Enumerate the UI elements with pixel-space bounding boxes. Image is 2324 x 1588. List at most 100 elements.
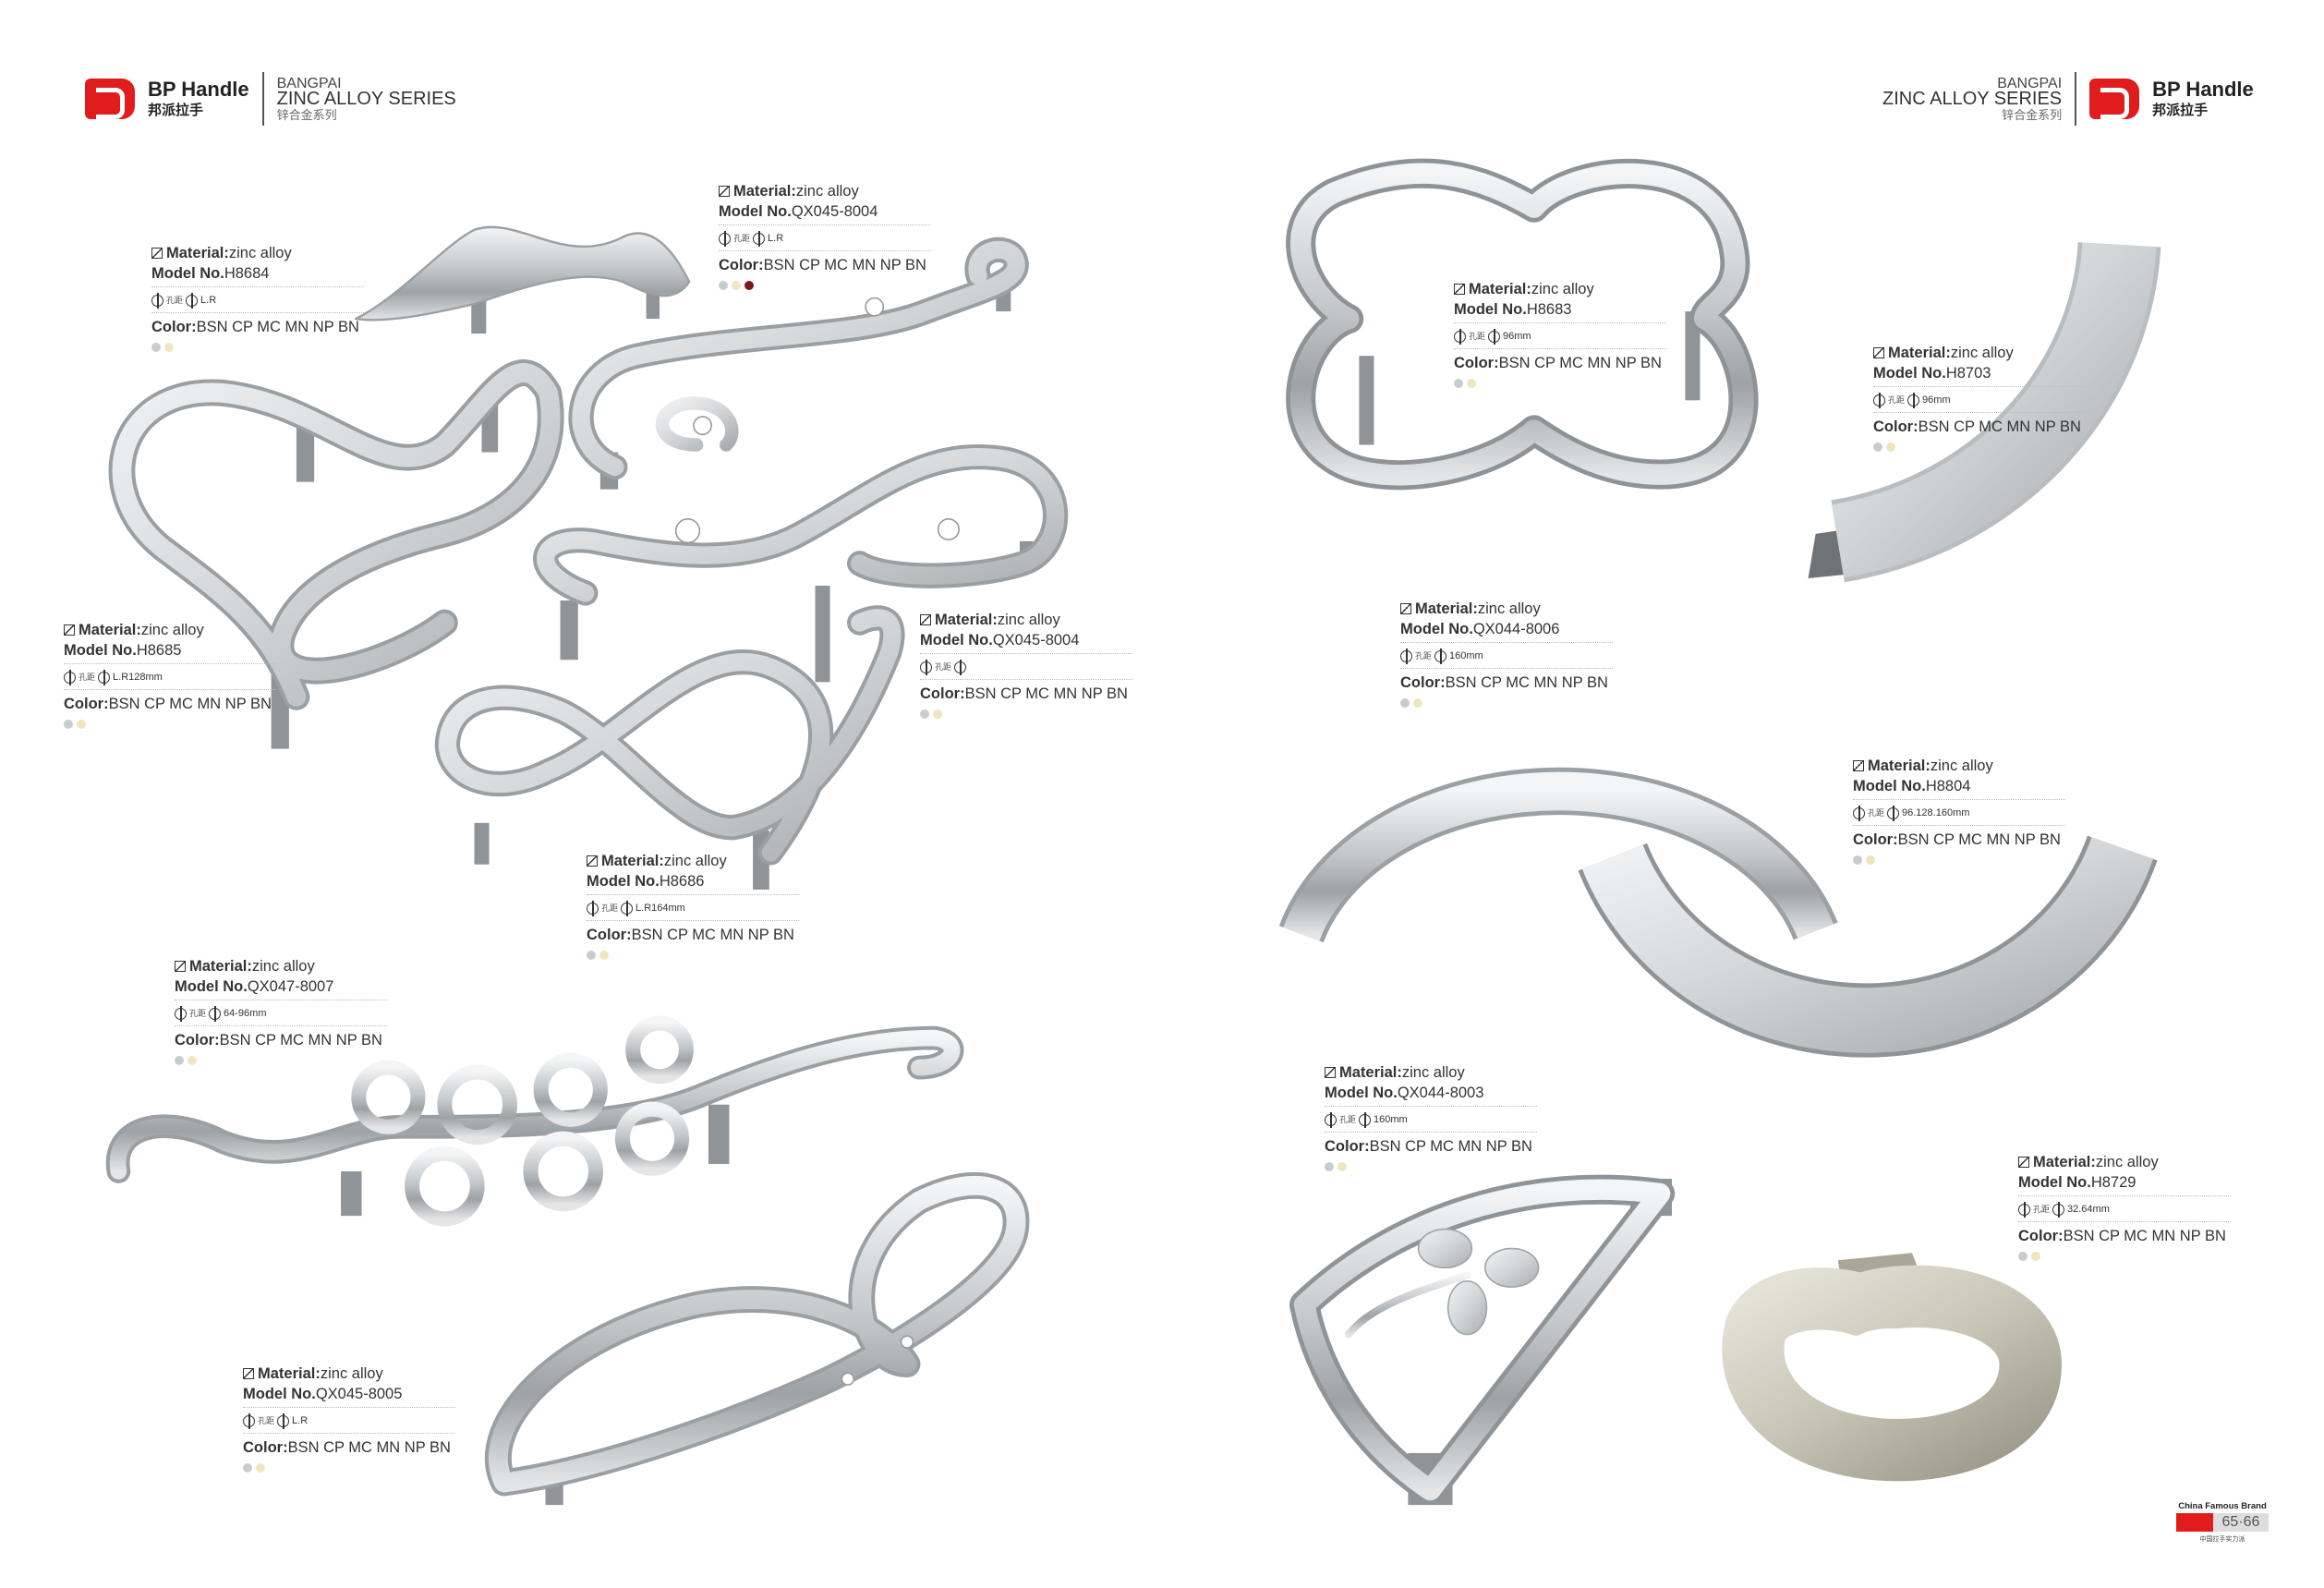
material-value: zinc alloy	[140, 622, 204, 638]
model-line: Model No.H8684	[151, 263, 364, 284]
size-value: L.R164mm	[635, 903, 685, 914]
model-line: Model No.H8686	[587, 871, 799, 891]
hole-spacing-label: 孔距	[1868, 808, 1885, 818]
model-label: Model No.	[243, 1386, 316, 1402]
material-line: Material:zinc alloy	[1873, 343, 2086, 363]
hole-spacing: 孔距 96.128.160mm	[1853, 804, 2065, 822]
color-swatch	[1853, 855, 1862, 865]
color-value: BSN CP MC MN NP BN	[1918, 418, 2081, 435]
material-label: Material:	[258, 1365, 321, 1382]
bp-logo-icon	[85, 79, 135, 119]
color-swatch	[188, 1056, 197, 1065]
model-value: H8729	[2090, 1174, 2136, 1191]
model-label: Model No.	[1873, 365, 1946, 382]
material-value: zinc alloy	[795, 183, 859, 200]
color-swatches	[175, 1050, 387, 1071]
hole-icon	[1454, 328, 1466, 345]
series-title: ZINC ALLOY SERIES	[1882, 88, 2063, 109]
color-value: BSN CP MC MN NP BN	[1498, 355, 1662, 371]
size-value: L.R	[768, 233, 784, 244]
divider	[1873, 386, 2086, 387]
color-swatch	[256, 1463, 265, 1473]
color-swatches	[64, 714, 276, 734]
hole-spacing: 孔距 160mm	[1325, 1110, 1537, 1129]
divider	[64, 663, 276, 664]
bp-logo-icon	[2089, 79, 2140, 119]
size-value: L.R128mm	[113, 672, 163, 683]
material-value: zinc alloy	[1477, 600, 1541, 617]
hole-spacing-label: 孔距	[166, 296, 184, 305]
material-label: Material:	[733, 183, 796, 200]
color-line: Color:BSN CP MC MN NP BN	[1873, 417, 2086, 437]
color-line: Color:BSN CP MC MN NP BN	[1400, 673, 1613, 693]
color-value: BSN CP MC MN NP BN	[763, 257, 926, 273]
color-value: BSN CP MC MN NP BN	[1897, 831, 2061, 848]
material-line: Material:zinc alloy	[1325, 1062, 1537, 1083]
handle-h8683	[1286, 158, 1759, 491]
hole-spacing-label: 孔距	[935, 662, 952, 672]
material-label: Material:	[1469, 281, 1531, 297]
model-line: Model No.H8703	[1873, 363, 2086, 383]
color-value: BSN CP MC MN NP BN	[219, 1032, 382, 1049]
model-value: QX045-8005	[315, 1386, 403, 1402]
divider	[587, 894, 799, 895]
brand-name-cn: 邦派拉手	[2152, 102, 2209, 118]
model-line: Model No.H8729	[2018, 1172, 2231, 1193]
color-swatch	[1325, 1162, 1334, 1171]
handle-qx044-8003	[1289, 1174, 1676, 1506]
hole-icon	[587, 900, 599, 916]
color-value: BSN CP MC MN NP BN	[108, 696, 272, 712]
material-icon	[175, 961, 186, 972]
material-label: Material:	[935, 612, 998, 628]
material-value: zinc alloy	[997, 612, 1060, 628]
model-line: Model No.QX047-8007	[175, 976, 387, 997]
color-swatch	[164, 343, 174, 352]
hole-spacing-label: 孔距	[1339, 1115, 1357, 1124]
hole-icon	[186, 292, 199, 309]
color-label: Color:	[1325, 1138, 1370, 1155]
color-swatches	[1454, 373, 1666, 394]
hole-icon	[1359, 1111, 1372, 1128]
color-swatch	[599, 951, 609, 960]
hole-spacing: 孔距 32.64mm	[2018, 1200, 2231, 1218]
color-swatches	[719, 275, 931, 296]
hole-icon	[753, 230, 766, 247]
brand-name-cn: 邦派拉手	[148, 102, 204, 118]
material-icon	[1325, 1067, 1336, 1078]
color-value: BSN CP MC MN NP BN	[287, 1439, 451, 1456]
handle-h8686	[434, 605, 905, 891]
page-badge: China Famous Brand 65·66 中国拉手实力派	[2176, 1501, 2269, 1544]
header-divider	[261, 72, 264, 126]
color-label: Color:	[719, 257, 764, 273]
hole-spacing: 孔距 96mm	[1873, 391, 2086, 409]
color-swatch	[1338, 1162, 1347, 1171]
size-value: 32.64mm	[2067, 1204, 2110, 1215]
color-label: Color:	[920, 685, 965, 702]
color-line: Color:BSN CP MC MN NP BN	[587, 925, 799, 945]
material-icon	[1873, 347, 1884, 358]
hole-icon	[64, 669, 76, 685]
hole-spacing: 孔距 160mm	[1400, 647, 1613, 665]
badge-slogan: 中国拉手实力派	[2199, 1536, 2245, 1543]
material-value: zinc alloy	[1401, 1064, 1465, 1081]
series-title-cn: 锌合金系列	[2002, 107, 2063, 122]
series-top: BANGPAI	[276, 75, 342, 91]
color-swatch	[1886, 442, 1895, 452]
divider	[64, 689, 276, 690]
hole-icon	[175, 1005, 187, 1022]
size-value: 96.128.160mm	[1902, 807, 1970, 818]
hole-spacing-label: 孔距	[2033, 1205, 2051, 1214]
model-value: QX047-8007	[247, 978, 334, 995]
divider	[2018, 1221, 2231, 1222]
material-icon	[64, 624, 75, 636]
hole-icon	[1488, 328, 1501, 345]
model-line: Model No.QX045-8004	[719, 201, 931, 222]
